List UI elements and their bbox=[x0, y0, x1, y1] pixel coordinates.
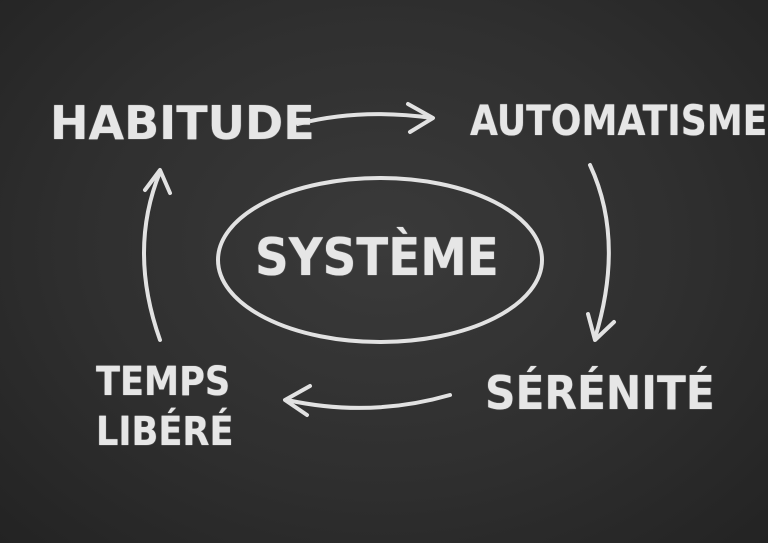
arrow-temps-to-habitude bbox=[142, 168, 172, 342]
node-temps-line1: TEMPS bbox=[96, 359, 231, 405]
node-temps-line2: LIBÉRÉ bbox=[96, 409, 234, 455]
arrow-automatisme-to-serenite bbox=[586, 163, 616, 342]
node-serenite: SÉRÉNITÉ bbox=[485, 366, 715, 420]
node-center-systeme: SYSTÈME bbox=[255, 228, 499, 288]
node-automatisme: AUTOMATISME bbox=[470, 96, 768, 145]
arrow-serenite-to-temps bbox=[283, 384, 452, 417]
center-ellipse bbox=[216, 176, 544, 344]
arrow-habitude-to-automatisme bbox=[296, 102, 435, 134]
node-habitude: HABITUDE bbox=[50, 96, 315, 150]
